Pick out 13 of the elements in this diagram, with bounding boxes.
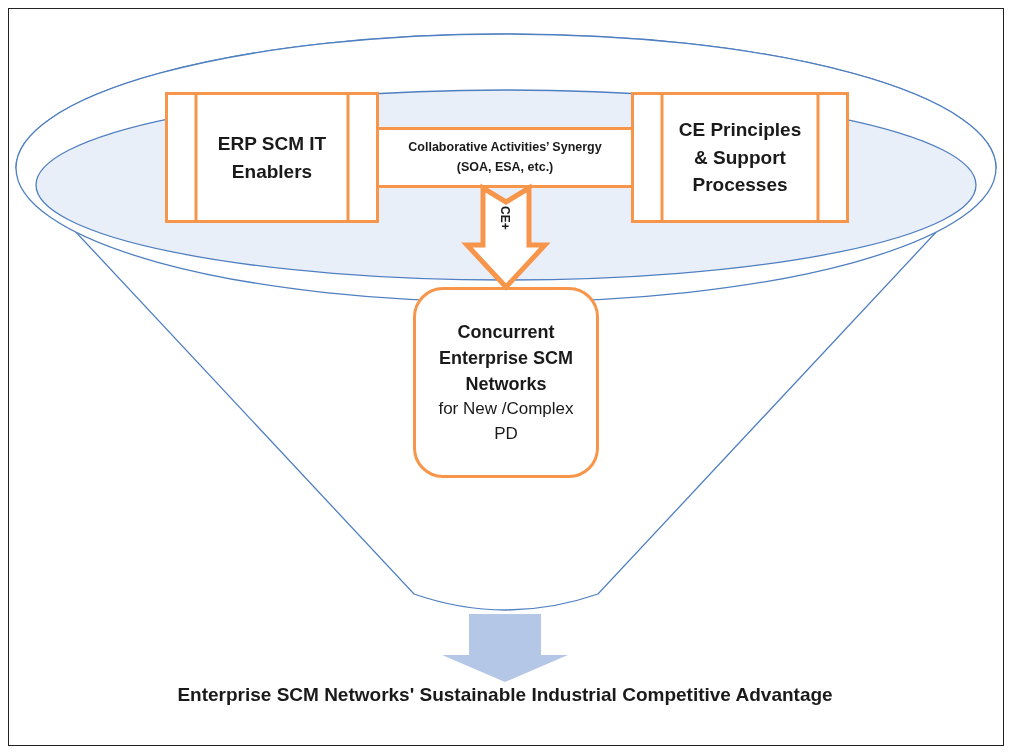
process-box [165, 92, 379, 223]
box-subtitle: for New /Complex PD [437, 398, 575, 445]
rounded-box [413, 287, 599, 478]
process-box [631, 92, 849, 223]
edge-label: CE+ [498, 206, 512, 230]
block-arrow [442, 614, 568, 682]
box-title: Concurrent Enterprise SCM Networks [437, 320, 574, 396]
box-title: CE Principles & Support Processes [677, 118, 803, 198]
block-arrow [461, 183, 551, 291]
process-box [376, 127, 634, 188]
outcome-text: Enterprise SCM Networks' Sustainable Industrial Competitive Advantage [176, 683, 834, 707]
box-title: Collaborative Activities’ Synergy (SOA, ESA, etc.) [407, 139, 603, 176]
box-title: ERP SCM IT Enablers [216, 131, 328, 184]
